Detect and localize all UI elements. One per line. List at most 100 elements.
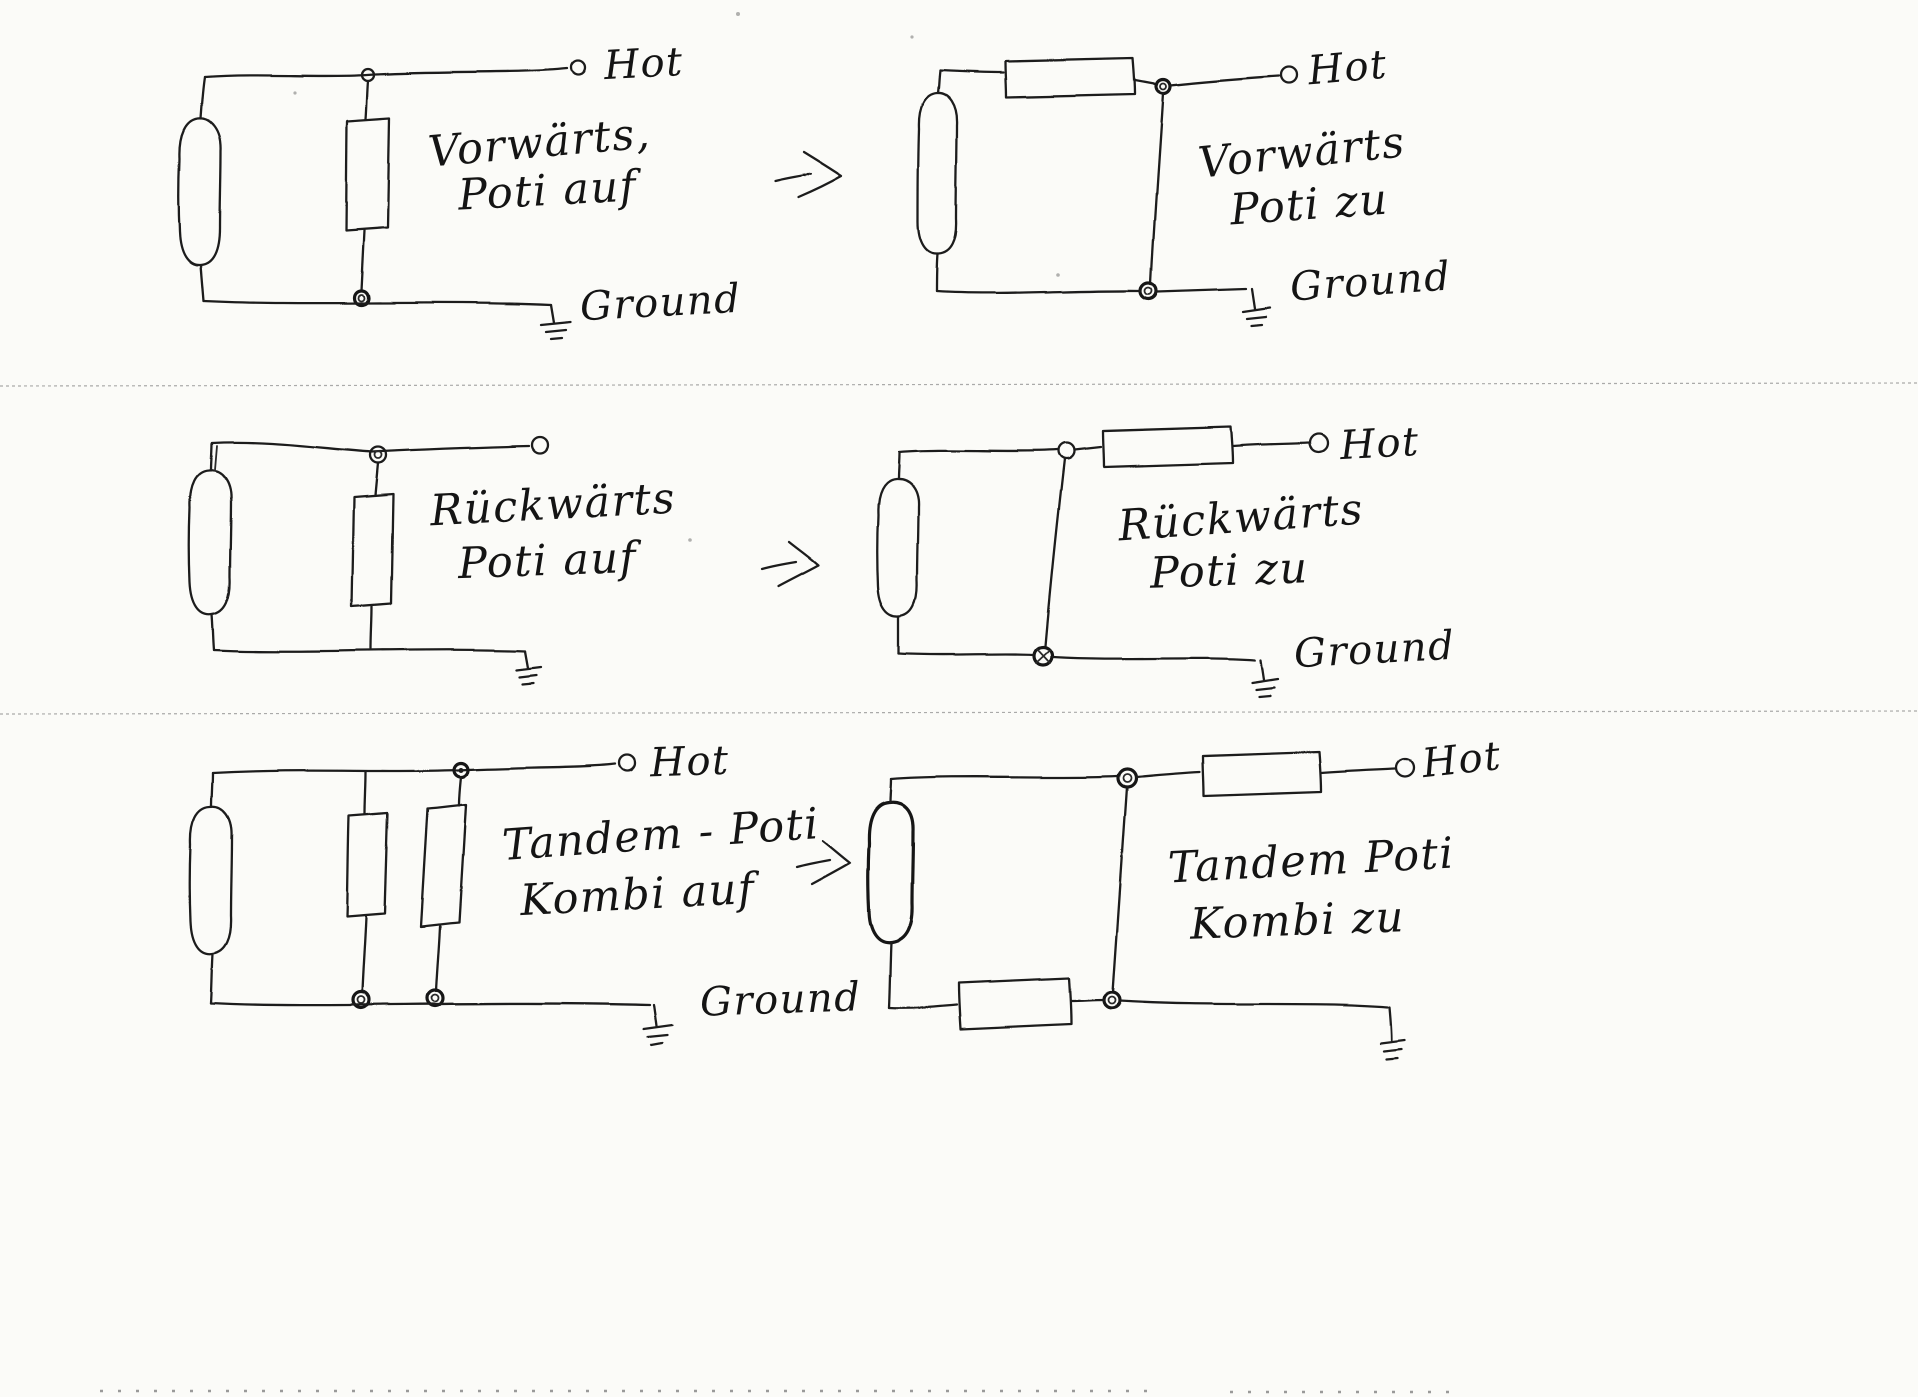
circuit-row3-left: [189, 753, 675, 1048]
row1-right-hot-label: Hot: [1306, 41, 1390, 95]
ground-symbol: [515, 649, 543, 686]
circuit-row1-right: [916, 56, 1300, 328]
junction-dot: [1122, 773, 1132, 783]
wire: [369, 605, 374, 651]
ground-symbol: [539, 303, 573, 341]
wire: [936, 68, 942, 95]
row-separator: [0, 710, 1918, 715]
wire: [359, 229, 366, 293]
ground-symbol: [1250, 658, 1280, 699]
junction-dot: [430, 993, 440, 1003]
transform-arrow-icon: [795, 839, 852, 886]
wire: [938, 68, 1005, 74]
junction-dot: [1154, 77, 1172, 95]
wire: [364, 79, 370, 121]
wire: [203, 67, 569, 79]
wire: [209, 1001, 652, 1007]
wire: [202, 299, 553, 307]
pickup-symbol: [916, 91, 959, 256]
junction-dot: [1144, 286, 1154, 296]
wire: [934, 289, 1143, 295]
scan-speck: [293, 91, 297, 95]
ground-symbol: [1379, 1005, 1407, 1061]
row3-right-title-line2: Kombi zu: [1189, 892, 1406, 950]
wire: [897, 652, 1035, 657]
circuit-row2-left: [188, 435, 550, 686]
transform-arrow-icon: [773, 150, 844, 199]
pickup-symbol: [178, 117, 223, 267]
hot-terminal: [569, 59, 587, 77]
circuit-row2-right: [876, 425, 1330, 699]
junction-dot: [1107, 995, 1117, 1005]
row-separator: [0, 382, 1918, 387]
wire: [1155, 287, 1248, 294]
row2-right-title-line2: Poti zu: [1149, 543, 1310, 599]
row3-right-hot-label: Hot: [1419, 732, 1504, 788]
wire: [210, 441, 531, 454]
wire: [1051, 655, 1257, 662]
junction-dot: [1032, 645, 1054, 667]
potentiometer-box: [956, 976, 1074, 1031]
junction-dot: [352, 289, 370, 307]
wire: [199, 263, 206, 303]
row1-right-title-line2: Poti zu: [1228, 174, 1391, 236]
potentiometer-box: [345, 811, 390, 918]
wire: [1043, 457, 1066, 648]
hot-terminal: [1308, 432, 1330, 454]
junction-dot: [1116, 767, 1138, 789]
junction-dot: [357, 294, 365, 302]
row3-left-ground-label: Ground: [699, 974, 863, 1026]
pickup-symbol: [866, 800, 915, 945]
wire: [199, 75, 207, 121]
wire: [1319, 767, 1397, 775]
wire: [887, 941, 893, 1010]
wire: [209, 951, 215, 1005]
junction-dot: [1056, 441, 1076, 461]
pickup-symbol: [189, 805, 234, 955]
row2-right-ground-label: Ground: [1292, 622, 1457, 678]
potentiometer-box: [419, 803, 468, 928]
row2-right-hot-label: Hot: [1338, 418, 1421, 470]
wire: [1133, 78, 1159, 86]
wire: [214, 445, 218, 471]
row3-left-hot-label: Hot: [649, 737, 731, 787]
wire: [1111, 785, 1129, 994]
potentiometer-box: [344, 116, 392, 233]
wire: [1072, 445, 1103, 452]
scan-speck: [736, 12, 740, 16]
row1-left-ground-label: Ground: [578, 275, 743, 331]
junction-dot: [458, 767, 464, 773]
wire: [896, 450, 901, 481]
junction-dot: [351, 990, 371, 1010]
wire: [889, 774, 1119, 781]
scan-speck: [1056, 273, 1060, 277]
wire: [888, 777, 893, 804]
wire: [209, 441, 214, 473]
wire: [360, 914, 368, 994]
potentiometer-box: [1201, 750, 1323, 798]
hot-terminal: [1280, 65, 1300, 85]
wire: [1231, 441, 1311, 448]
junction-dot: [1102, 990, 1122, 1010]
junction-dot: [1139, 281, 1159, 301]
wire: [457, 775, 463, 808]
ground-symbol: [1241, 287, 1272, 328]
wire: [1118, 999, 1390, 1009]
potentiometer-box: [1003, 56, 1137, 99]
wire: [210, 771, 215, 809]
row1-left-hot-label: Hot: [602, 38, 685, 90]
circuit-row1-left: [178, 59, 587, 341]
pickup-symbol: [188, 469, 233, 616]
row1-right-ground-label: Ground: [1288, 253, 1453, 311]
row1-left-title-line2: Poti auf: [456, 161, 639, 221]
wire: [211, 762, 617, 775]
potentiometer-box: [350, 492, 395, 609]
pickup-symbol: [876, 477, 920, 619]
potentiometer-box: [1101, 425, 1235, 469]
hot-terminal: [1394, 757, 1416, 779]
wire: [1134, 770, 1202, 779]
ground-symbol: [642, 1003, 675, 1048]
junction-dot: [373, 450, 383, 460]
